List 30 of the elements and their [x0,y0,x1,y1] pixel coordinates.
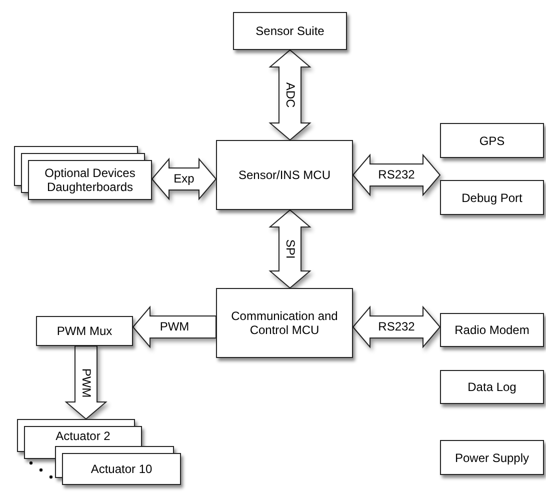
box-label: Communication and Control MCU [230,309,339,337]
box-label: Debug Port [460,190,524,204]
block-box [440,440,544,475]
box-label: PWM Mux [56,324,114,338]
edge-label: PWM [158,320,190,334]
block-box [440,313,544,347]
block-box [36,316,133,346]
edge-label: PWM [80,366,92,398]
edge-label: ADC [284,81,296,109]
box-label: Actuator 10 [90,462,154,476]
stacked-boxes [55,446,181,485]
edge-label: RS232 [377,168,416,182]
box-label: Sensor/INS MCU [237,168,332,182]
box-label: Radio Modem [454,323,530,337]
block-box [216,140,353,210]
box-label: Power Supply [454,450,530,464]
box-label: Data Log [466,380,518,394]
block-box [440,180,544,215]
block-box [440,370,544,404]
block-box [216,288,353,358]
edge-label: SPI [284,238,296,260]
box-label: Optional Devices Daughterboards [44,166,136,194]
edge-label: RS232 [377,320,416,334]
block-box [233,12,347,50]
box-label: GPS [478,134,506,148]
stacked-boxes [14,146,152,200]
block-box [440,123,544,158]
box-label: Actuator 2 [54,429,112,443]
box-label: Sensor Suite [254,24,326,38]
edge-label: Exp [172,172,196,186]
